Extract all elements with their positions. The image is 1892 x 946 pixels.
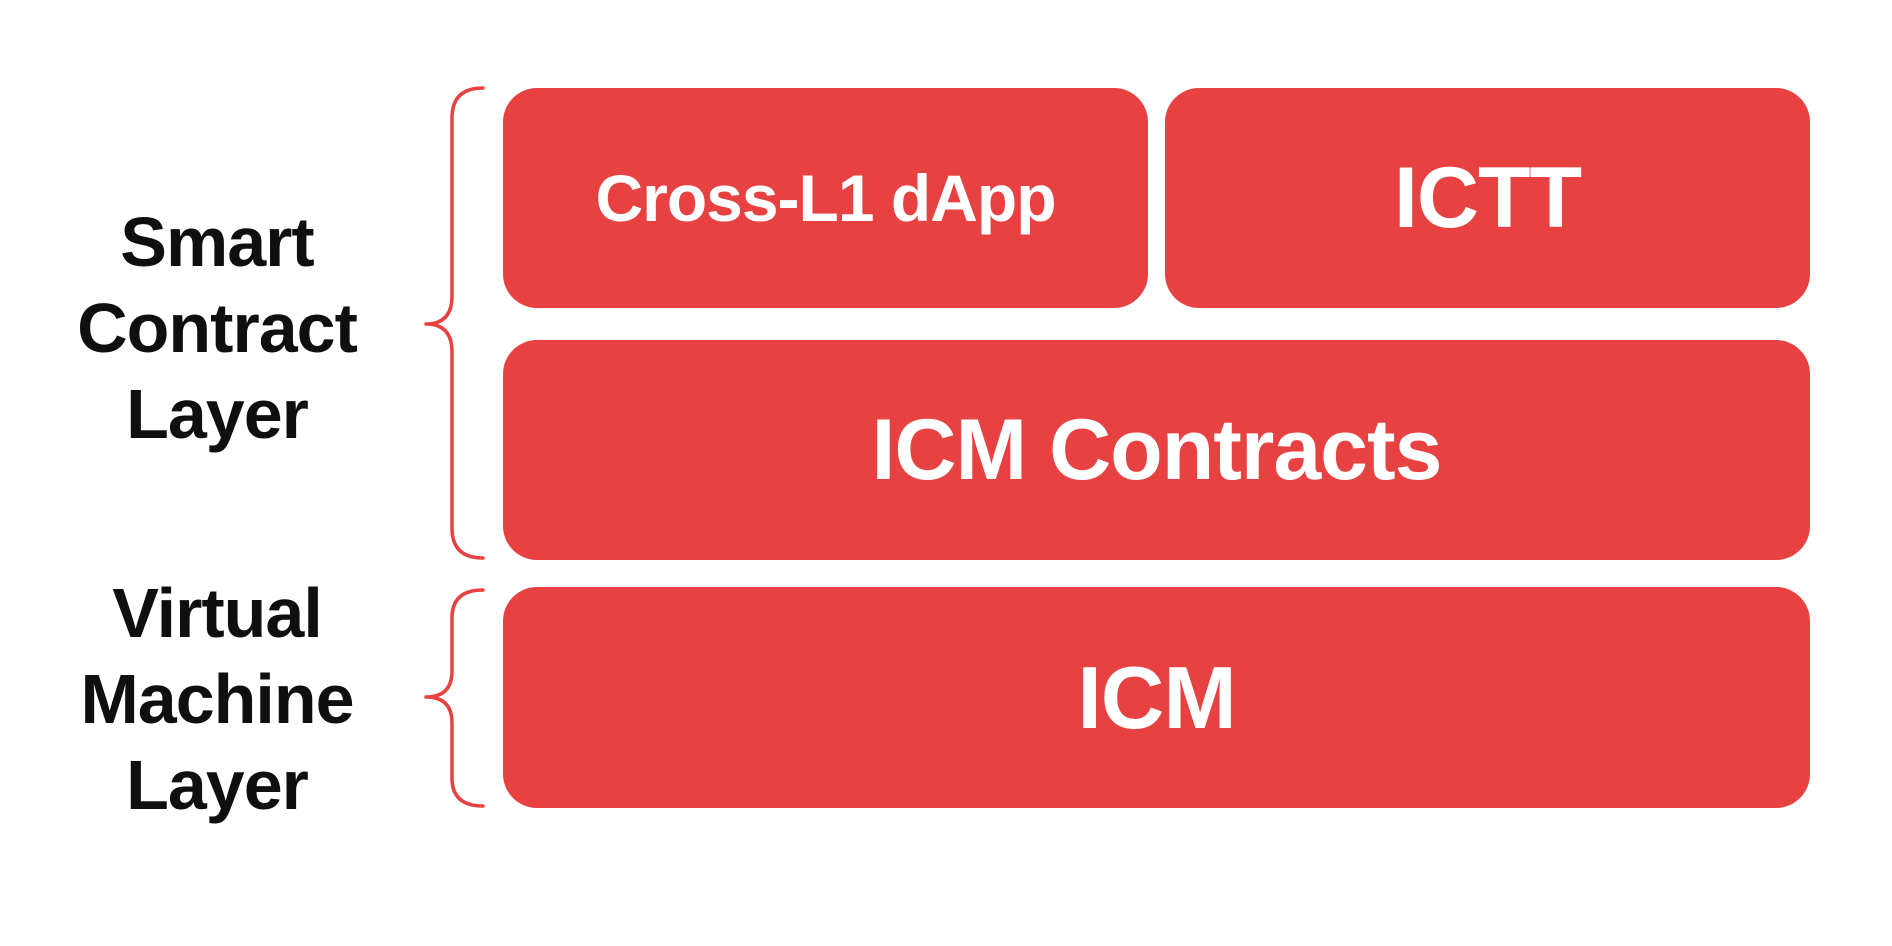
cross-l1-dapp-box-label: Cross-L1 dApp: [595, 161, 1056, 235]
virtual-machine-layer-label: Virtual Machine Layer: [27, 570, 407, 828]
label-line: Layer: [126, 375, 309, 453]
label-line: Virtual: [112, 574, 323, 652]
icm-contracts-box: ICM Contracts: [503, 340, 1810, 560]
icm-contracts-box-label: ICM Contracts: [871, 401, 1443, 498]
smart-contract-layer-label: Smart Contract Layer: [27, 199, 407, 457]
smart-contract-layer-brace-icon: [424, 86, 485, 560]
label-line: Smart: [120, 203, 314, 281]
ictt-box: ICTT: [1165, 88, 1810, 308]
cross-l1-dapp-box: Cross-L1 dApp: [503, 88, 1148, 308]
icm-box-label: ICM: [1077, 647, 1236, 747]
label-line: Contract: [77, 289, 358, 367]
ictt-box-label: ICTT: [1393, 149, 1582, 246]
label-line: Layer: [126, 746, 309, 824]
label-line: Machine: [80, 660, 354, 738]
icm-box: ICM: [503, 587, 1810, 808]
virtual-machine-layer-brace-icon: [424, 588, 485, 808]
